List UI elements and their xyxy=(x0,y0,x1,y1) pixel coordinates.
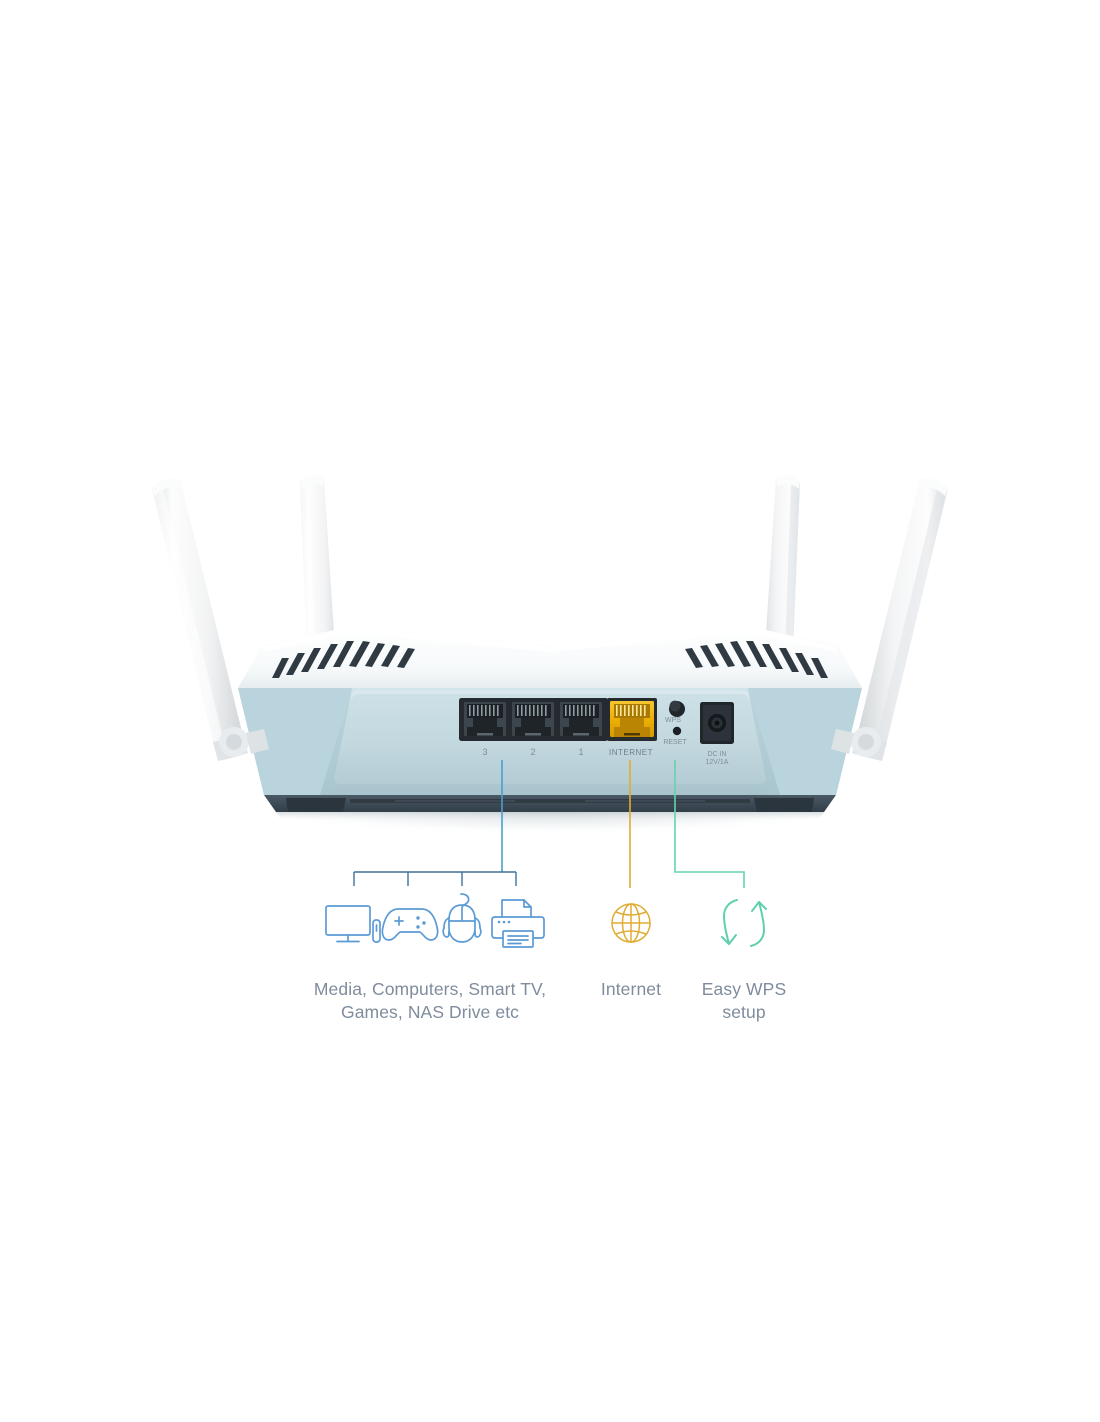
caption-wps: Easy WPS setup xyxy=(680,978,808,1024)
caption-wps-line1: Easy WPS xyxy=(701,979,787,999)
printer-icon xyxy=(490,896,546,950)
wps-callout-line xyxy=(674,760,745,888)
lan-callout-line xyxy=(353,760,517,886)
caption-lan-line1: Media, Computers, Smart TV, xyxy=(313,979,547,999)
caption-internet-line1: Internet xyxy=(600,979,662,999)
monitor-icon xyxy=(322,898,384,950)
caption-wps-line2: setup xyxy=(722,1002,766,1022)
sync-arrows-icon xyxy=(718,896,770,950)
gamepad-icon xyxy=(381,900,439,948)
mouse-icon xyxy=(440,890,484,950)
globe-icon xyxy=(607,899,655,947)
caption-lan-line2: Games, NAS Drive etc xyxy=(340,1002,520,1022)
caption-internet: Internet xyxy=(560,978,702,1001)
caption-lan: Media, Computers, Smart TV, Games, NAS D… xyxy=(280,978,580,1024)
